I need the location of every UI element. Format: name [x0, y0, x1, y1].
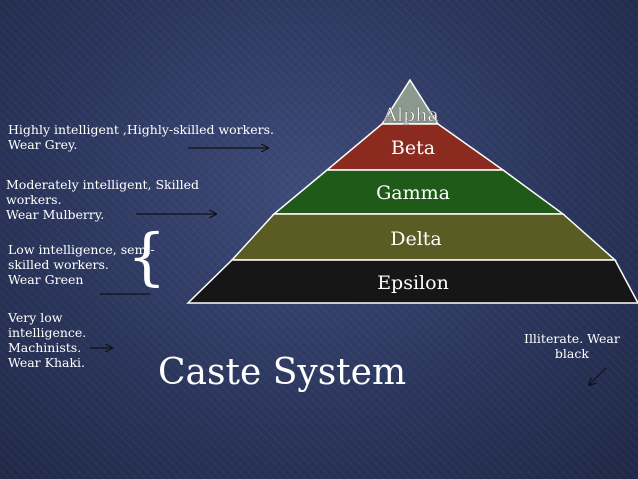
description-gamma: Low intelligence, semi- skilled workers.… — [8, 242, 155, 287]
page-title: Caste System — [158, 352, 407, 393]
tier-label-gamma: Gamma — [376, 182, 450, 204]
description-gamma-line: skilled workers. — [8, 257, 109, 272]
description-delta: Very low intelligence. Machinists. Wear … — [8, 310, 86, 370]
description-delta-line: Wear Khaki. — [8, 355, 86, 370]
description-alpha-line: Wear Grey. — [8, 137, 78, 152]
description-beta: Moderately intelligent, Skilled workers.… — [6, 177, 199, 222]
description-beta-line: workers. — [6, 192, 62, 207]
tier-label-delta: Delta — [390, 228, 442, 250]
pyramid-tier-epsilon — [186, 259, 638, 304]
tier-label-beta: Beta — [391, 137, 435, 159]
brace-glyph: { — [127, 220, 167, 293]
description-epsilon: Illiterate. Wear black — [524, 331, 620, 361]
description-alpha-line: Highly intelligent ,Highly-skilled worke… — [8, 122, 274, 137]
description-gamma-line: Low intelligence, semi- — [8, 242, 155, 257]
arrow-epsilon — [589, 367, 607, 385]
description-beta-line: Wear Mulberry. — [6, 207, 105, 222]
description-epsilon-line: black — [554, 346, 589, 361]
description-delta-line: Very low — [8, 310, 63, 325]
description-delta-line: intelligence. — [8, 325, 87, 340]
description-gamma-line: Wear Green — [8, 272, 84, 287]
description-delta-line: Machinists. — [8, 340, 82, 355]
description-epsilon-line: Illiterate. Wear — [524, 331, 620, 346]
description-alpha: Highly intelligent ,Highly-skilled worke… — [8, 122, 274, 152]
description-beta-line: Moderately intelligent, Skilled — [6, 177, 200, 192]
tier-label-epsilon: Epsilon — [377, 272, 449, 294]
tier-label-alpha: Alpha — [382, 104, 439, 126]
